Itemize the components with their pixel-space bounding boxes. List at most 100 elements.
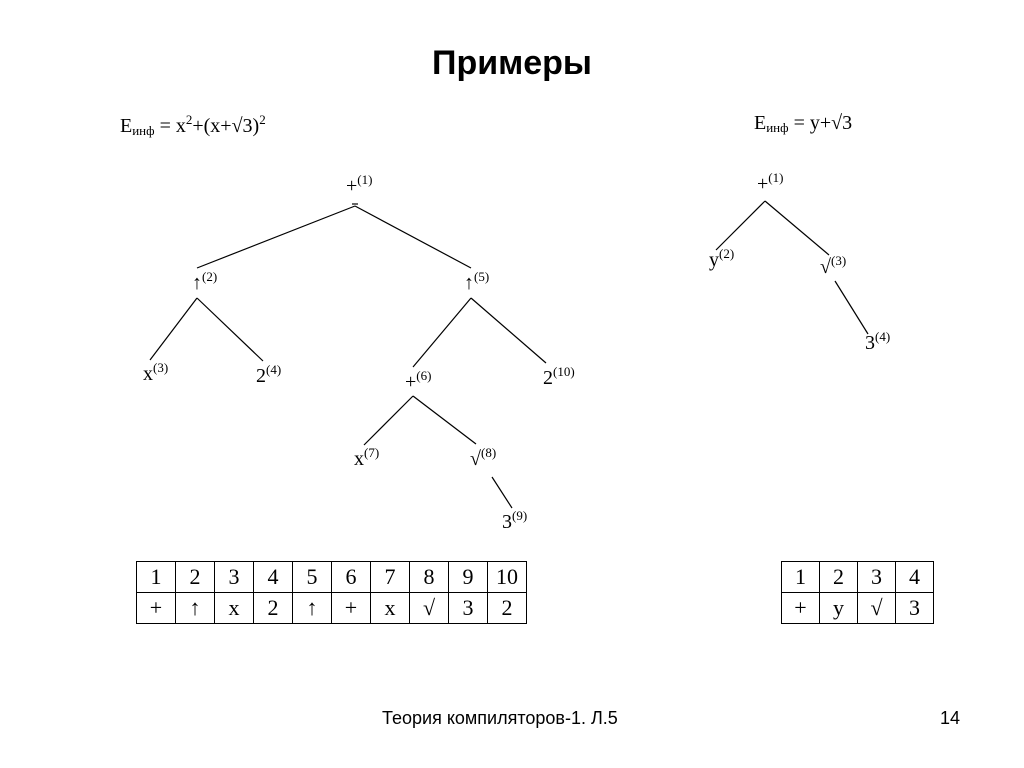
table-cell: x: [370, 592, 410, 624]
tree-node-symbol: ↑: [192, 272, 202, 294]
table-cell: ↑: [175, 592, 215, 624]
tree-node: x(3): [143, 360, 168, 385]
tree-node: ↑(2): [192, 269, 217, 294]
tree-edge: [196, 205, 356, 269]
table-cell: 3: [895, 592, 934, 624]
tree-node-symbol: 2: [256, 365, 266, 387]
tree-node: +(1): [346, 172, 372, 197]
tree-node: ↑(5): [464, 269, 489, 294]
tree-node-index: (4): [266, 362, 281, 377]
formula-right: Eинф = y+√3: [754, 112, 852, 136]
tree-node-index: (3): [831, 253, 846, 268]
formula-right-lhs-sub: инф: [766, 120, 789, 135]
tree-node-index: (9): [512, 508, 527, 523]
tree-edge: [470, 297, 547, 364]
tree-node-symbol: +: [405, 371, 416, 393]
table-cell: y: [819, 592, 858, 624]
tree-node-symbol: x: [354, 448, 364, 470]
table-cell: 4: [895, 561, 934, 593]
tree-node-index: (1): [768, 170, 783, 185]
formula-left-lhs-sub: инф: [132, 123, 155, 138]
tree-node: 2(4): [256, 362, 281, 387]
table-cell: 1: [136, 561, 176, 593]
formula-left-lhs: E: [120, 115, 133, 137]
tree-node-symbol: √: [820, 256, 831, 278]
formula-right-lhs: E: [754, 112, 767, 134]
table-cell: 3: [214, 561, 254, 593]
table-cell: 3: [448, 592, 488, 624]
tree-left: +(1)↑(2)x(3)2(4)↑(5)+(6)x(7)√(8)3(9)2(10…: [143, 172, 575, 533]
tree-edge: [764, 200, 830, 256]
tree-node-symbol: x: [143, 363, 153, 385]
tree-node-index: (4): [875, 329, 890, 344]
table-cell: 5: [292, 561, 332, 593]
tree-edge: [354, 205, 472, 269]
tree-edge: [715, 200, 766, 251]
tree-edge: [196, 297, 264, 362]
table-cell: 6: [331, 561, 371, 593]
tree-node-index: (6): [416, 368, 431, 383]
tree-node-index: (5): [474, 269, 489, 284]
tree-node: 3(9): [502, 508, 527, 533]
tree-node-symbol: +: [757, 173, 768, 195]
footer-text: Теория компиляторов-1. Л.5: [382, 708, 618, 728]
table-cell: 10: [487, 561, 527, 593]
table-cell: 2: [253, 592, 293, 624]
formula-left: Eинф = x2+(x+√3)2: [120, 112, 266, 139]
formula-right-eq: =: [788, 112, 810, 134]
table-cell: 9: [448, 561, 488, 593]
tree-node-index: (7): [364, 445, 379, 460]
table-cell: +: [781, 592, 820, 624]
table-right-symbol-row: +y√3: [781, 592, 934, 624]
page-number: 14: [940, 708, 961, 728]
tree-node-symbol: 3: [865, 332, 875, 354]
table-cell: x: [214, 592, 254, 624]
tree-node: √(8): [470, 445, 496, 470]
tree-node: y(2): [709, 246, 734, 271]
tree-edge: [412, 395, 477, 445]
tree-node-symbol: 2: [543, 367, 553, 389]
tree-node-index: (2): [202, 269, 217, 284]
tree-edge: [412, 297, 472, 368]
tree-node: 2(10): [543, 364, 575, 389]
tree-node: +(1): [757, 170, 783, 195]
formula-left-part2: +(x+√3): [192, 115, 260, 137]
formula-left-part1: x: [175, 115, 186, 137]
tree-node-index: (10): [553, 364, 575, 379]
tree-edge: [363, 395, 414, 446]
tree-edge: [834, 280, 869, 335]
tree-node-index: (1): [357, 172, 372, 187]
slide-title: Примеры: [432, 44, 592, 82]
table-cell: +: [136, 592, 176, 624]
tree-node: x(7): [354, 445, 379, 470]
tree-node-index: (2): [719, 246, 734, 261]
tree-node-symbol: √: [470, 448, 481, 470]
tree-node-symbol: +: [346, 175, 357, 197]
table-cell: √: [857, 592, 896, 624]
table-cell: ↑: [292, 592, 332, 624]
tree-node-symbol: ↑: [464, 272, 474, 294]
tree-node-index: (8): [481, 445, 496, 460]
formula-left-sup1: 2: [185, 112, 193, 127]
tree-node: +(6): [405, 368, 431, 393]
table-cell: √: [409, 592, 449, 624]
table-cell: 2: [487, 592, 527, 624]
table-cell: 2: [175, 561, 215, 593]
table-cell: 3: [857, 561, 896, 593]
table-cell: 7: [370, 561, 410, 593]
tree-edge: [149, 297, 198, 361]
table-cell: +: [331, 592, 371, 624]
tree-node-index: (3): [153, 360, 168, 375]
tree-node-symbol: y: [709, 249, 719, 271]
table-cell: 2: [819, 561, 858, 593]
table-cell: 8: [409, 561, 449, 593]
formula-right-rhs: y+√3: [809, 112, 853, 134]
table-cell: 1: [781, 561, 820, 593]
table-cell: 4: [253, 561, 293, 593]
